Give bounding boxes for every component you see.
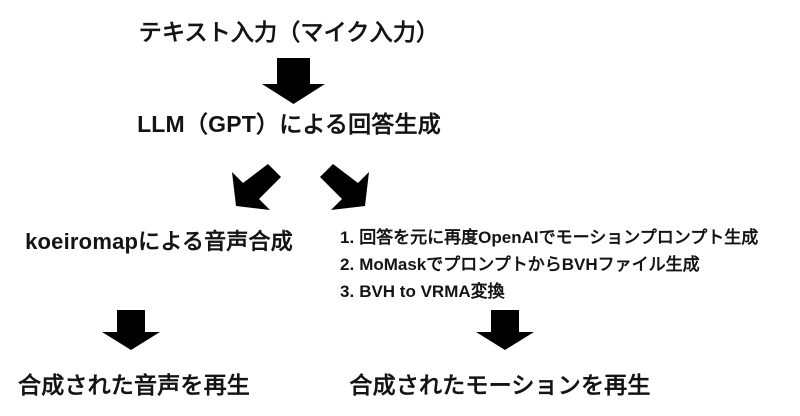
node-text-input: テキスト入力（マイク入力） [138,19,440,45]
arrow-llm-to-motion [320,164,369,210]
arrow-input-to-llm [262,58,325,104]
arrow-llm-to-tts [232,164,281,210]
step-number: 1. [340,228,355,247]
step-number: 2. [340,255,355,274]
arrow-tts-to-audio-output [102,310,160,350]
list-item: 3. BVH to VRMA変換 [340,278,758,305]
step-text: BVH to VRMA変換 [359,282,505,301]
node-koeiromap-speech-synthesis: koeiromapによる音声合成 [25,229,293,254]
list-item: 2. MoMaskでプロンプトからBVHファイル生成 [340,251,758,278]
step-number: 3. [340,282,355,301]
list-item: 1. 回答を元に再度OpenAIでモーションプロンプト生成 [340,224,758,251]
step-text: MoMaskでプロンプトからBVHファイル生成 [359,255,700,274]
step-text: 回答を元に再度OpenAIでモーションプロンプト生成 [359,228,759,247]
motion-steps-list: 1. 回答を元に再度OpenAIでモーションプロンプト生成 2. MoMaskで… [340,224,758,305]
node-play-synthesized-audio: 合成された音声を再生 [18,372,250,398]
node-play-synthesized-motion: 合成されたモーションを再生 [349,372,651,398]
arrow-motion-to-motion-output [476,310,534,350]
node-llm-answer-generation: LLM（GPT）による回答生成 [137,111,441,137]
